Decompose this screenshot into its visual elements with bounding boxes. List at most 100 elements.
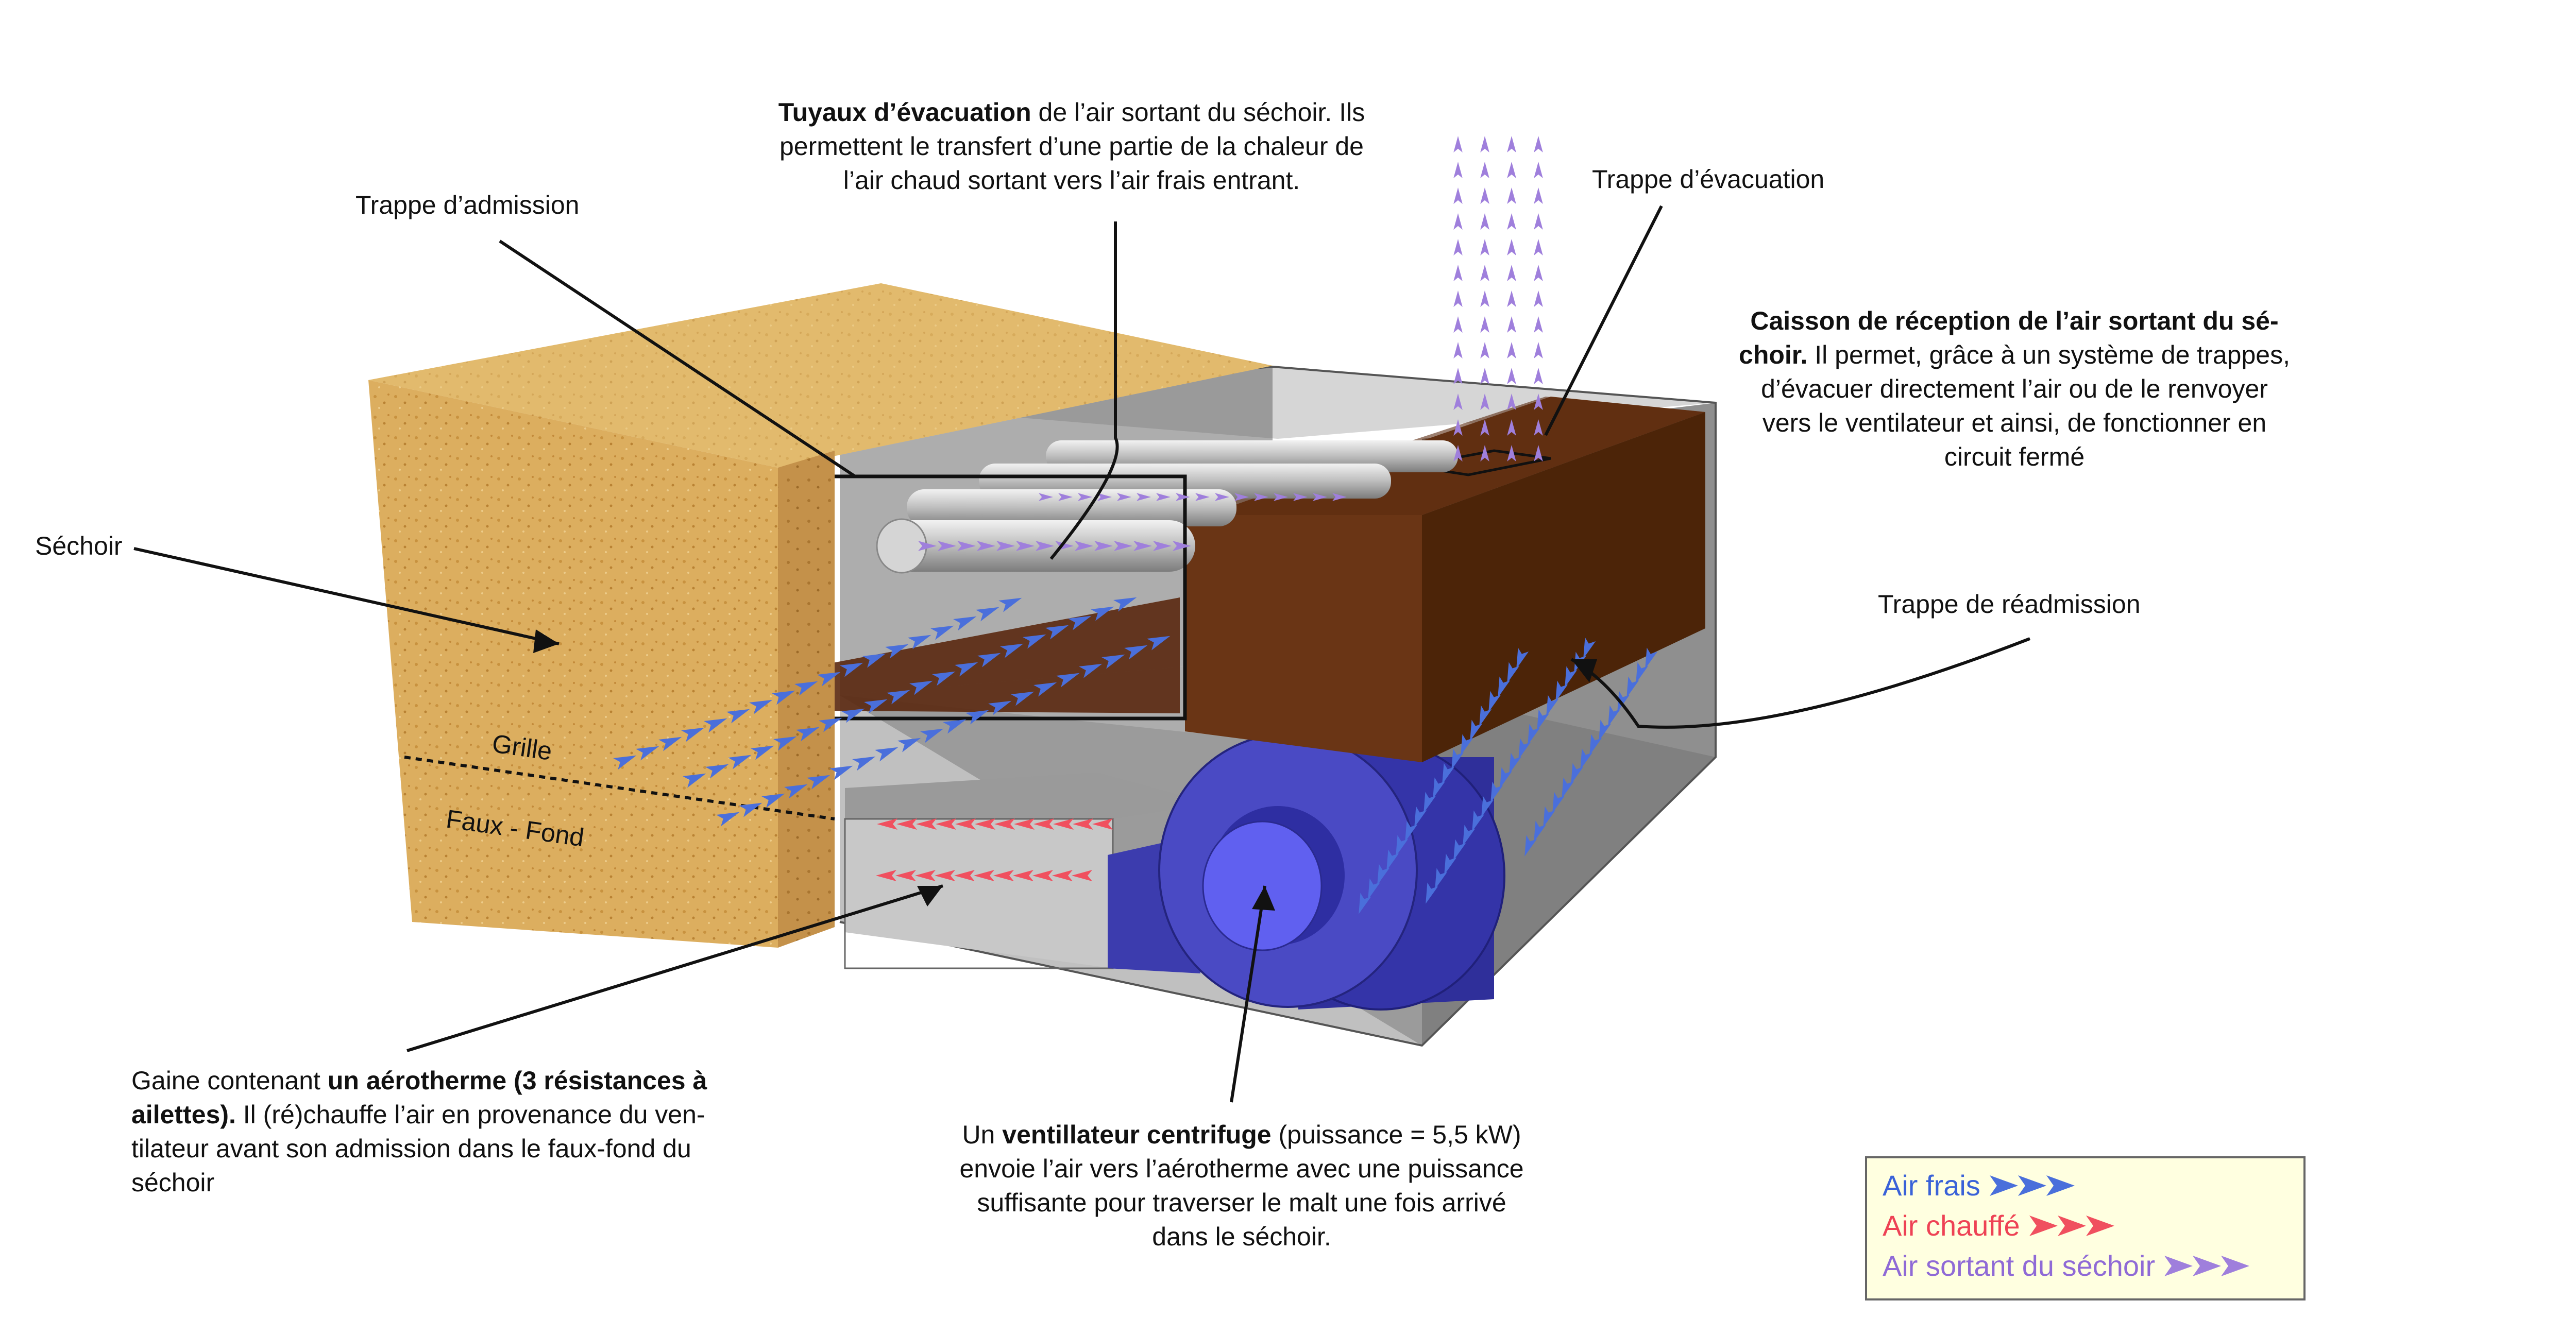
air-frais-arrow [1608,705,1621,727]
air-sortant-arrow [957,541,976,551]
air-sortant-arrow [1507,162,1516,178]
air-sortant-arrow [1507,316,1516,333]
air-sortant-arrow [1480,419,1489,436]
air-sortant-arrow [1534,136,1543,152]
air-frais-arrow [930,625,954,640]
label-vent-bold: ventillateur centrifuge [1002,1120,1272,1149]
dryer-side [778,451,835,948]
air-frais-arrow [1396,835,1409,857]
label-caisson-rest2: Il permet, grâce à un système de trappes… [1807,340,2290,369]
air-sortant-arrow [1480,265,1489,281]
label-caisson: Caisson de réception de l’air sortant du… [1690,304,2339,474]
legend-air-frais: Air frais [1883,1166,2288,1206]
air-frais-arrow [1490,781,1503,803]
air-frais-arrow [1500,767,1513,789]
air-frais-arrow [943,719,967,734]
air-frais-arrow [1498,676,1511,698]
air-frais-arrow [840,662,863,677]
air-sortant-arrow [1215,493,1229,501]
air-frais-arrow [749,699,773,714]
air-frais-arrow [1444,853,1457,875]
dryer [368,283,1273,948]
air-sortant-arrow [1332,493,1347,501]
air-frais-arrow [683,773,706,788]
air-frais-arrow [1470,720,1483,741]
air-chauffe-arrow [1072,870,1092,881]
air-frais-arrow [726,709,750,724]
air-frais-arrow [1645,647,1658,669]
air-sortant-arrow [1534,316,1543,333]
air-sortant-arrow [1534,368,1543,384]
air-sortant-arrow [1039,493,1053,501]
air-frais-arrow [829,765,853,780]
air-sortant-arrow [1480,162,1489,178]
air-frais-arrow [885,644,909,659]
air-sortant-arrow [1534,419,1543,436]
air-sortant-arrow [1016,541,1035,551]
air-frais-arrow [1451,748,1464,770]
air-frais-arrow [1555,680,1568,702]
air-frais-arrow [1368,878,1381,900]
label-ventilateur: Un ventillateur centrifuge (puissance = … [912,1118,1571,1254]
legend-air-sortant: Air sortant du séchoir [1883,1246,2288,1286]
air-frais-arrow [1453,839,1466,861]
air-frais-arrow [773,736,797,751]
air-frais-arrow [965,710,989,725]
air-frais-arrow [1571,763,1584,784]
air-frais-arrow [1091,606,1114,621]
air-frais-arrow [1528,724,1540,745]
air-frais-arrow [1589,734,1602,756]
air-frais-arrow [1552,792,1565,813]
label-gaine-rest2: Il (ré)chauffe l’air en provenance du ve… [235,1100,705,1129]
air-chauffe-arrow [954,870,975,881]
air-sortant-arrow [1507,136,1516,152]
air-frais-arrow [875,747,899,762]
air-frais-arrow [636,746,659,761]
air-frais-arrow [819,717,842,732]
label-gaine-bold1: un aérotherme (3 résistances à [327,1066,707,1095]
air-frais-arrow [1147,636,1171,651]
air-sortant-arrow [1507,290,1516,307]
air-sortant-arrow [1453,368,1463,384]
air-chauffe-arrow [1013,870,1033,881]
air-frais-arrow [1023,634,1046,649]
label-gaine-pre: Gaine contenant [131,1066,328,1095]
air-sortant-arrow [1507,419,1516,436]
grille-line [404,756,835,820]
label-tuyaux-line3: l’air chaud sortant vers l’air frais ent… [843,166,1300,195]
air-frais-arrow [1068,615,1092,630]
air-sortant-arrow [1058,493,1073,501]
air-frais-arrow [932,671,956,686]
air-sortant-arrow [1153,541,1172,551]
air-sortant-arrow [1137,493,1151,501]
air-frais-arrow [852,756,876,771]
air-frais-arrow [807,775,831,790]
air-sortant-arrow [1534,290,1543,307]
air-sortant-arrow [1480,239,1489,255]
air-frais-arrow [1472,810,1485,832]
exhaust-pipes [876,440,1458,574]
air-chauffe-arrow [1032,870,1053,881]
air-frais-arrow [1442,763,1455,784]
air-frais-arrow [1537,709,1550,731]
label-trappe-readmission: Trappe de réadmission [1878,590,2141,619]
air-frais-arrow [1463,825,1476,846]
legend: Air frais Air chauffé Air sortant du séc… [1865,1156,2306,1300]
air-sortant-arrow [1534,445,1543,461]
air-sortant-arrow [1507,445,1516,461]
air-frais-arrow [1359,893,1371,914]
air-sortant-arrow [1254,493,1268,501]
legend-air-frais-arrows-icon [1989,1175,2075,1196]
air-sortant-arrow [1534,342,1543,358]
heater-duct [844,773,1211,969]
air-chauffe-arrow [1052,870,1073,881]
air-frais-arrow [1546,695,1559,716]
air-sortant-arrow [1133,541,1152,551]
air-sortant-arrow [1507,239,1516,255]
air-sortant-arrow [1195,493,1210,501]
air-chauffe-arrow [1014,818,1035,830]
air-frais-arrow [1507,662,1520,683]
air-chauffe-arrow [935,870,955,881]
air-sortant-arrow [1507,213,1516,230]
air-frais-arrow [1101,654,1125,669]
